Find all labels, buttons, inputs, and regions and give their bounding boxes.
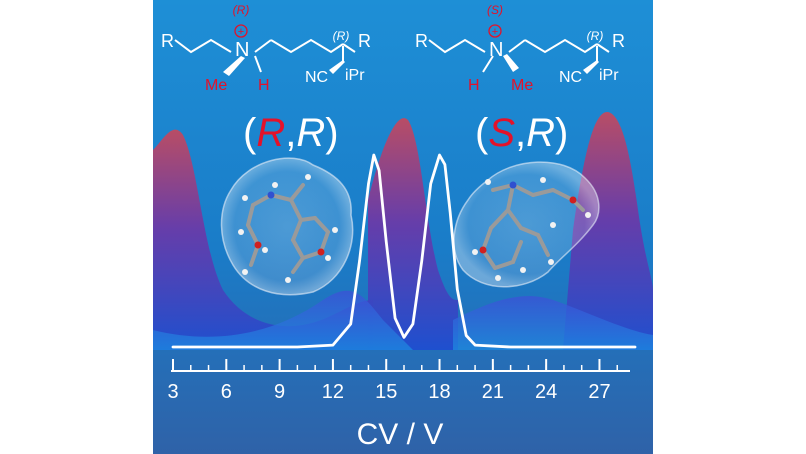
x-tick-label: 21 — [482, 381, 504, 403]
figure-panel: R N + (R) (R) R Me H NC iPr R N + (S) (R… — [153, 0, 653, 454]
molecule-sr-model — [453, 161, 600, 288]
x-tick-label: 3 — [167, 381, 178, 403]
molecule-rr-model — [220, 157, 354, 296]
nitrile-group: NC — [305, 69, 328, 86]
x-tick-label: 15 — [375, 381, 397, 403]
x-tick-label: 24 — [535, 381, 557, 403]
r-left-substituent: R — [415, 31, 428, 51]
isopropyl-group: iPr — [345, 67, 365, 84]
label-rr: (R,R) — [243, 111, 339, 155]
label-sr: (S,R) — [475, 111, 568, 155]
c-configuration: (R) — [587, 29, 604, 43]
structure-sr: R N + (S) (R) R H Me NC iPr — [415, 3, 625, 94]
c-configuration: (R) — [333, 29, 350, 43]
methyl-group: Me — [511, 77, 533, 94]
x-tick-label: 18 — [428, 381, 450, 403]
r-left-substituent: R — [161, 31, 174, 51]
plus-charge-circle — [488, 24, 502, 38]
x-tick-label: 12 — [322, 381, 344, 403]
figure-canvas: R N + (R) (R) R Me H NC iPr R N + (S) (R… — [153, 0, 653, 454]
plus-charge: + — [238, 26, 244, 38]
x-axis-label: CV / V — [357, 418, 444, 451]
plus-charge-circle — [234, 24, 248, 38]
structure-rr: R N + (R) (R) R Me H NC iPr — [161, 3, 371, 94]
cv-trace-line — [171, 153, 637, 349]
x-tick-label: 27 — [588, 381, 610, 403]
n-configuration: (R) — [233, 3, 250, 17]
x-tick-label: 9 — [274, 381, 285, 403]
hydrogen-atom: H — [258, 77, 270, 94]
nitrile-group: NC — [559, 69, 582, 86]
r-right-substituent: R — [358, 31, 371, 51]
nitrogen-atom: N — [489, 39, 503, 61]
energy-surface — [153, 111, 653, 350]
isopropyl-group: iPr — [599, 67, 619, 84]
hydrogen-atom: H — [468, 77, 480, 94]
nitrogen-atom: N — [235, 39, 249, 61]
n-configuration: (S) — [487, 3, 503, 17]
r-right-substituent: R — [612, 31, 625, 51]
methyl-group: Me — [205, 77, 227, 94]
plus-charge: + — [492, 26, 498, 38]
cv-chart: 3 6 9 12 15 18 21 24 27 CV / V — [167, 153, 637, 451]
x-tick-label: 6 — [221, 381, 232, 403]
